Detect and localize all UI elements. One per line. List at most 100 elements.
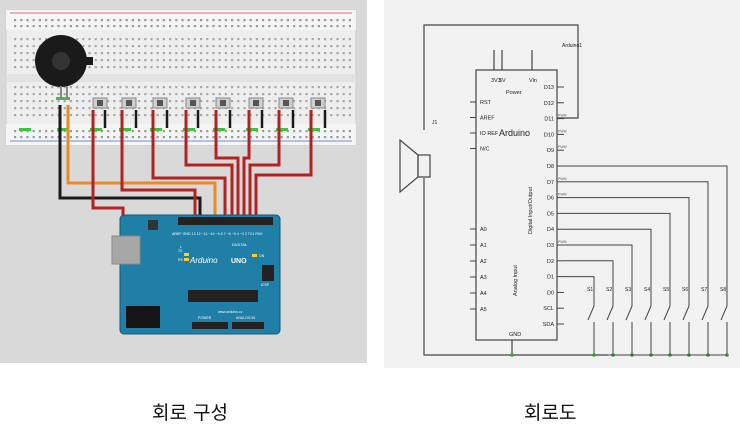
pin-d9: D9 — [547, 148, 554, 154]
hole — [193, 86, 196, 89]
hole — [262, 66, 265, 69]
wire-red — [151, 110, 227, 220]
hole — [162, 45, 165, 48]
microcontroller-chip — [188, 290, 258, 302]
hole — [88, 100, 91, 103]
hole — [243, 93, 246, 96]
hole — [324, 93, 327, 96]
hole — [100, 25, 103, 28]
hole — [200, 100, 203, 103]
hole — [26, 107, 29, 110]
pin-d2: D2 — [547, 259, 554, 265]
hole — [305, 93, 308, 96]
hole — [119, 107, 122, 110]
hole — [255, 130, 258, 133]
hole — [243, 38, 246, 41]
wire-red — [248, 110, 281, 220]
hole — [138, 86, 141, 89]
hole — [82, 136, 85, 139]
hole — [94, 114, 97, 117]
hole — [144, 19, 147, 22]
hole — [38, 100, 41, 103]
hole — [94, 19, 97, 22]
active-holes — [246, 128, 258, 131]
hole — [45, 130, 48, 133]
hole — [100, 130, 103, 133]
hole — [14, 114, 17, 117]
hole — [88, 93, 91, 96]
hole — [156, 114, 159, 117]
hole — [88, 66, 91, 69]
active-holes — [56, 97, 70, 100]
hole — [107, 114, 110, 117]
hole — [330, 86, 333, 89]
hole — [212, 52, 215, 55]
hole — [181, 52, 184, 55]
hole — [169, 59, 172, 62]
hole — [175, 59, 178, 62]
hole — [125, 66, 128, 69]
hole — [348, 86, 351, 89]
hole — [156, 25, 159, 28]
hole — [317, 19, 320, 22]
hole — [206, 130, 209, 133]
hole — [237, 114, 240, 117]
hole — [348, 66, 351, 69]
hole — [348, 52, 351, 55]
hole — [175, 107, 178, 110]
net-d6 — [564, 197, 690, 306]
hole — [206, 93, 209, 96]
hole — [76, 100, 79, 103]
hole — [119, 52, 122, 55]
hole — [169, 107, 172, 110]
hole — [206, 59, 209, 62]
hole — [293, 59, 296, 62]
hole — [26, 45, 29, 48]
hole — [144, 93, 147, 96]
hole — [212, 93, 215, 96]
hole — [336, 45, 339, 48]
hole — [175, 45, 178, 48]
hole — [125, 136, 128, 139]
hole — [305, 86, 308, 89]
hole — [63, 86, 66, 89]
hole — [113, 25, 116, 28]
hole — [268, 19, 271, 22]
power-group-label: Power — [506, 90, 522, 96]
hole — [274, 59, 277, 62]
hole — [342, 66, 345, 69]
hole — [212, 25, 215, 28]
hole — [125, 59, 128, 62]
hole — [38, 86, 41, 89]
hole — [14, 66, 17, 69]
hole — [200, 45, 203, 48]
hole — [305, 45, 308, 48]
hole — [336, 100, 339, 103]
hole — [150, 100, 153, 103]
hole — [305, 107, 308, 110]
hole — [218, 130, 221, 133]
hole — [45, 38, 48, 41]
hole — [51, 130, 54, 133]
hole — [113, 100, 116, 103]
hole — [200, 52, 203, 55]
hole — [57, 100, 60, 103]
hole — [32, 59, 35, 62]
hole — [82, 107, 85, 110]
hole — [317, 130, 320, 133]
hole — [243, 19, 246, 22]
hole — [243, 86, 246, 89]
hole — [299, 66, 302, 69]
hole — [262, 25, 265, 28]
hole — [51, 136, 54, 139]
hole — [162, 136, 165, 139]
hole — [144, 25, 147, 28]
hole — [268, 136, 271, 139]
hole — [342, 52, 345, 55]
hole — [169, 25, 172, 28]
hole — [305, 25, 308, 28]
hole — [14, 19, 17, 22]
hole — [32, 38, 35, 41]
hole — [38, 107, 41, 110]
hole — [156, 86, 159, 89]
